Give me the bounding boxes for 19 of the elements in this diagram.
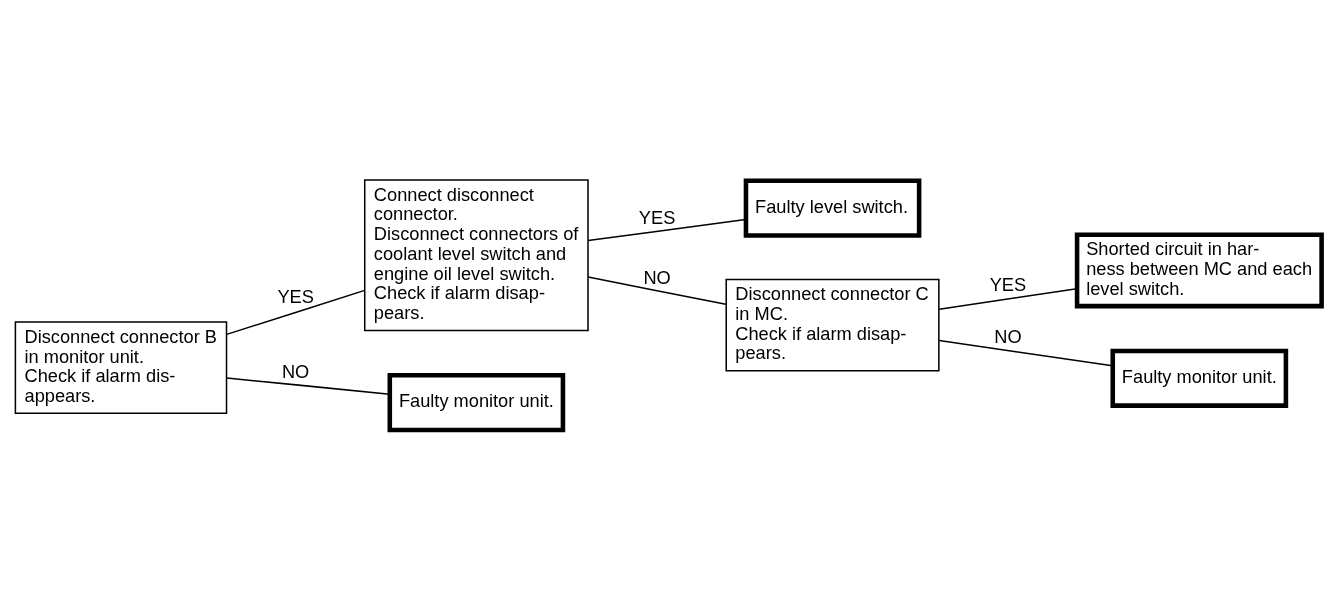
- edge-label: NO: [281, 361, 310, 382]
- connector: [938, 287, 1078, 311]
- edge-label: YES: [638, 208, 676, 229]
- edge-label: NO: [643, 267, 671, 288]
- edge-label: YES: [989, 275, 1027, 296]
- node-box: Faulty monitor unit.: [387, 372, 566, 433]
- node-box: Faulty level switch.: [743, 178, 922, 238]
- edge-label: YES: [277, 287, 314, 308]
- connector: [587, 276, 727, 306]
- connector: [938, 339, 1114, 367]
- node-box: Faulty monitor unit.: [1110, 348, 1289, 408]
- connector: [226, 377, 391, 395]
- connector: [226, 289, 366, 336]
- node-box: Shorted circuit in har- ness between MC and each level switch.: [1074, 232, 1324, 309]
- node-box: Disconnect connector B in monitor unit. Check if alarm dis- appears.: [14, 321, 228, 414]
- node-box: Disconnect connector C in MC. Check if alarm disap- pears.: [725, 278, 940, 372]
- connector: [587, 218, 747, 242]
- edge-label: NO: [994, 326, 1022, 347]
- node-box: Connect disconnect connector. Disconnect connectors of coolant level switch and engine oil level switch. Check if alarm disap- pears.: [363, 179, 589, 332]
